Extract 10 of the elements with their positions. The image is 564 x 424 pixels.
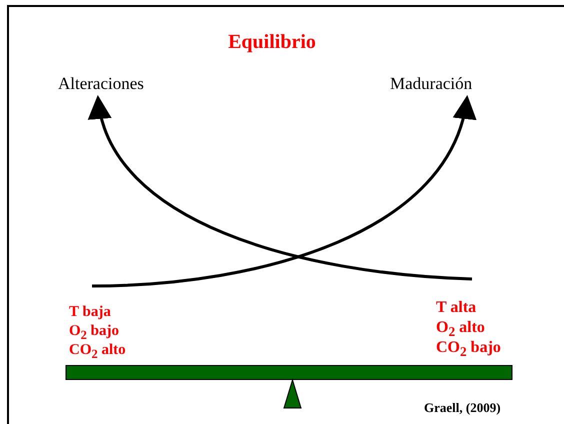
diagram-title: Equilibrio <box>227 31 317 54</box>
node-label: Maduración <box>390 74 472 93</box>
citation-text: Graell, (2009) <box>424 399 501 417</box>
node-label: Alteraciones <box>58 74 144 93</box>
condition-text: T alta <box>436 298 476 317</box>
condition-text: T baja <box>69 303 111 322</box>
condition-text: O$_{2}$ bajo <box>69 322 120 344</box>
condition-text: O$_{2}$ alto <box>436 318 485 340</box>
condition-text: CO$_{2}$ bajo <box>436 338 501 362</box>
condition-text: CO$_{2}$ alto <box>69 341 126 363</box>
